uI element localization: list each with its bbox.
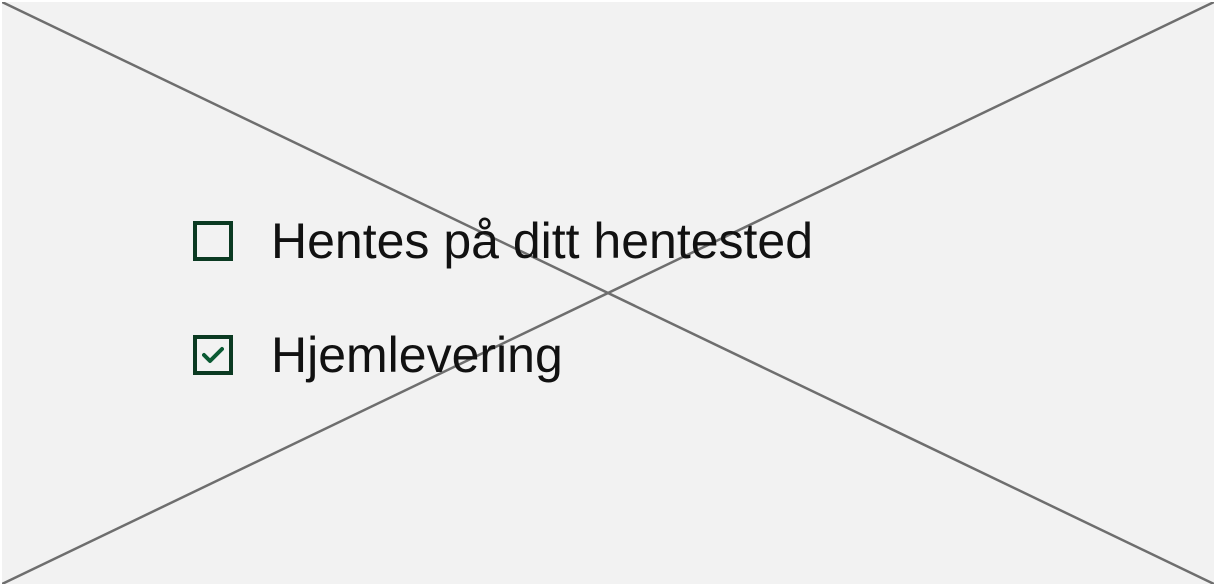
- home-delivery-checkbox[interactable]: [193, 335, 233, 375]
- home-delivery-label: Hjemlevering: [271, 327, 563, 383]
- option-home-delivery[interactable]: Hjemlevering: [193, 322, 813, 388]
- checkmark-icon: [202, 347, 224, 363]
- pickup-label: Hentes på ditt hentested: [271, 213, 814, 269]
- option-pickup[interactable]: Hentes på ditt hentested: [193, 208, 813, 274]
- delivery-options: Hentes på ditt hentested Hjemlevering: [193, 208, 813, 436]
- pickup-checkbox[interactable]: [193, 221, 233, 261]
